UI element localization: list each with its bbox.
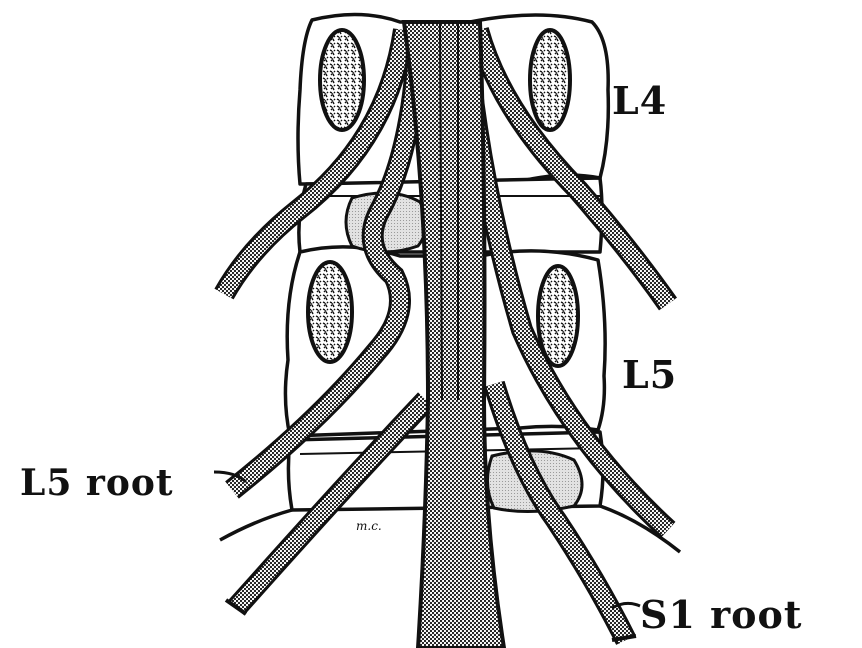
l4-label: L4	[612, 78, 667, 123]
l4-left-pedicle	[320, 30, 364, 130]
l4-right-pedicle	[530, 30, 570, 130]
l5-left-pedicle	[308, 262, 352, 362]
l5-right-pedicle	[538, 266, 578, 366]
l5-root-label: L5 root	[20, 462, 174, 504]
sacrum-left-edge	[220, 510, 292, 540]
l5-label: L5	[622, 352, 677, 397]
s1-root-label: S1 root	[640, 592, 802, 637]
artist-signature: m.c.	[356, 519, 382, 533]
